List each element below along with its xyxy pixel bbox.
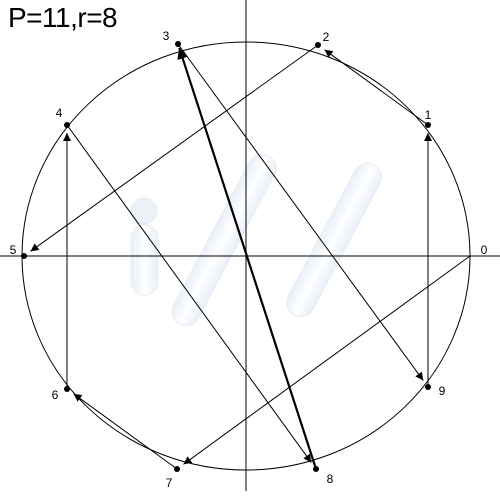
arrow-3-to-9 (177, 43, 424, 381)
arrow-2-to-5 (30, 44, 319, 252)
point-label-2: 2 (323, 30, 330, 44)
arrow-group (30, 43, 471, 470)
point-9-dot (425, 384, 431, 390)
point-label-3: 3 (163, 29, 170, 43)
point-label-5: 5 (10, 243, 17, 257)
point-3-dot (175, 41, 181, 47)
point-label-9: 9 (439, 384, 446, 398)
point-label-6: 6 (52, 388, 59, 402)
point-7-dot (174, 466, 180, 472)
point-label-8: 8 (327, 472, 334, 486)
arrow-4-to-8 (66, 124, 312, 463)
point-2-dot (315, 42, 321, 48)
point-label-1: 1 (425, 108, 432, 122)
point-label-0: 0 (481, 243, 488, 257)
point-group: 0 1 2 3 4 5 6 7 8 9 (10, 29, 488, 490)
arrow-1-to-2 (324, 49, 429, 126)
point-4-dot (64, 122, 70, 128)
watermark-logo (130, 153, 382, 327)
arrow-7-to-6 (73, 393, 178, 470)
point-1-dot (425, 122, 431, 128)
point-6-dot (64, 386, 70, 392)
point-label-4: 4 (56, 106, 63, 120)
arrow-0-to-7 (183, 255, 471, 465)
point-label-7: 7 (166, 476, 173, 490)
diagram-title: P=11,r=8 (8, 2, 118, 33)
arrow-8-to-3 (177, 47, 318, 470)
point-8-dot (313, 466, 319, 472)
point-5-dot (21, 253, 27, 259)
